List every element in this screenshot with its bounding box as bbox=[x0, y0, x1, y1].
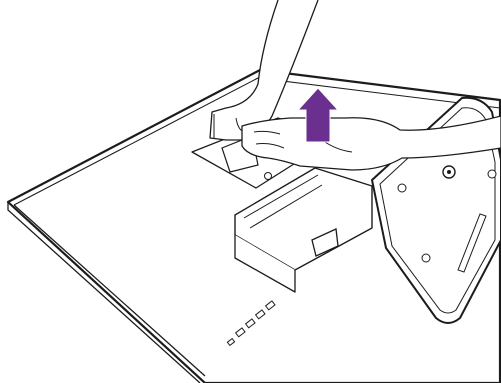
release-button bbox=[265, 173, 272, 180]
base-hole bbox=[488, 170, 496, 178]
base-screw-center bbox=[447, 170, 451, 174]
base-hole bbox=[398, 184, 406, 192]
base-hole bbox=[422, 254, 430, 262]
